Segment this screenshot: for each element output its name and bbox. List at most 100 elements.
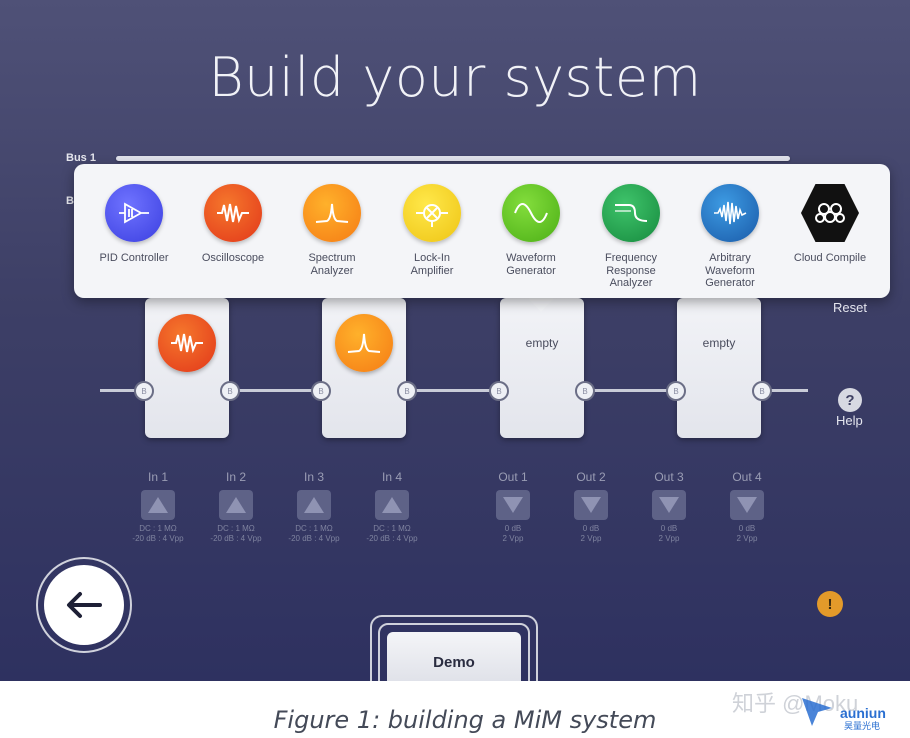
output-name: Out 4 <box>732 470 762 484</box>
slot-1[interactable] <box>145 298 229 438</box>
input-spec-range: -20 dB : 4 Vpp <box>132 534 184 543</box>
input-name: In 4 <box>381 470 402 484</box>
input-spec-coupling: DC : 1 MΩ <box>373 524 411 533</box>
instrument-label: Spectrum Analyzer <box>308 252 356 277</box>
output-port-1[interactable]: Out 1 0 dB 2 Vpp <box>473 470 553 544</box>
slot-empty-label: empty <box>702 336 736 350</box>
oscilloscope-icon <box>158 314 216 372</box>
input-name: In 1 <box>147 470 168 484</box>
output-spec-range: 2 Vpp <box>502 534 524 543</box>
instrument-label: PID Controller <box>99 252 169 264</box>
frequency-response-analyzer-icon <box>602 184 660 242</box>
help-label[interactable]: Help <box>836 413 863 428</box>
instrument-frequency-response-analyzer[interactable]: Frequency Response Analyzer <box>581 184 681 290</box>
brand-logo-text: auniun <box>840 705 886 721</box>
slot-3[interactable]: empty <box>500 298 584 438</box>
instrument-label: Frequency Response Analyzer <box>605 252 657 289</box>
spectrum-analyzer-icon <box>303 184 361 242</box>
input-port-4[interactable]: In 4 DC : 1 MΩ -20 dB : 4 Vpp <box>352 470 432 544</box>
figure-caption: Figure 1: building a MiM system <box>273 706 657 734</box>
bus-connector[interactable]: B <box>134 381 154 401</box>
input-name: In 2 <box>225 470 246 484</box>
input-name: In 3 <box>303 470 324 484</box>
output-spec-gain: 0 dB <box>660 524 678 533</box>
instrument-oscilloscope[interactable]: Oscilloscope <box>183 184 283 265</box>
demo-button-outer-ring <box>370 615 538 681</box>
input-port-1[interactable]: In 1 DC : 1 MΩ -20 dB : 4 Vpp <box>118 470 198 544</box>
page-title: Build your system <box>208 46 702 109</box>
slot-empty-label: empty <box>525 336 559 350</box>
pid-controller-icon <box>105 184 163 242</box>
bus-connector[interactable]: B <box>752 381 772 401</box>
input-spec-coupling: DC : 1 MΩ <box>217 524 255 533</box>
instrument-label: Lock-In Amplifier <box>410 252 454 277</box>
bus-1-line[interactable] <box>116 156 790 161</box>
output-spec-gain: 0 dB <box>738 524 756 533</box>
zhihu-watermark: 知乎 @Moku <box>732 691 859 716</box>
instrument-label: Waveform Generator <box>506 252 556 277</box>
instrument-cloud-compile[interactable]: Cloud Compile <box>780 184 880 265</box>
output-port-3[interactable]: Out 3 0 dB 2 Vpp <box>629 470 709 544</box>
arrow-left-icon <box>67 592 102 618</box>
bus-connector[interactable]: B <box>311 381 331 401</box>
app-screen: Build your system Bus 1 Bu empty empty B… <box>0 0 910 681</box>
instrument-pid-controller[interactable]: PID Controller <box>84 184 184 265</box>
bus-connector[interactable]: B <box>575 381 595 401</box>
input-spec-range: -20 dB : 4 Vpp <box>288 534 340 543</box>
output-arrow-down-icon[interactable] <box>730 490 764 520</box>
output-arrow-down-icon[interactable] <box>574 490 608 520</box>
instrument-arbitrary-waveform-generator[interactable]: Arbitrary Waveform Generator <box>680 184 780 290</box>
instrument-label: Cloud Compile <box>793 252 867 264</box>
reset-button[interactable]: Reset <box>833 300 867 315</box>
arbitrary-waveform-generator-icon <box>701 184 759 242</box>
bus-connector[interactable]: B <box>397 381 417 401</box>
instrument-waveform-generator[interactable]: Waveform Generator <box>481 184 581 277</box>
output-name: Out 3 <box>654 470 684 484</box>
slot-2[interactable] <box>322 298 406 438</box>
input-spec-range: -20 dB : 4 Vpp <box>366 534 418 543</box>
input-spec-coupling: DC : 1 MΩ <box>295 524 333 533</box>
back-button[interactable] <box>44 565 124 645</box>
instrument-spectrum-analyzer[interactable]: Spectrum Analyzer <box>282 184 382 277</box>
output-name: Out 1 <box>498 470 528 484</box>
output-spec-gain: 0 dB <box>504 524 522 533</box>
signal-bus-rail <box>100 389 808 392</box>
warning-icon[interactable]: ! <box>817 591 843 617</box>
output-arrow-down-icon[interactable] <box>496 490 530 520</box>
input-arrow-up-icon[interactable] <box>375 490 409 520</box>
instrument-picker-popup: PID Controller Oscilloscope Spectrum Ana… <box>74 164 890 298</box>
output-name: Out 2 <box>576 470 606 484</box>
back-button-ring <box>36 557 132 653</box>
input-arrow-up-icon[interactable] <box>297 490 331 520</box>
input-port-2[interactable]: In 2 DC : 1 MΩ -20 dB : 4 Vpp <box>196 470 276 544</box>
output-port-2[interactable]: Out 2 0 dB 2 Vpp <box>551 470 631 544</box>
oscilloscope-icon <box>204 184 262 242</box>
input-arrow-up-icon[interactable] <box>219 490 253 520</box>
input-arrow-up-icon[interactable] <box>141 490 175 520</box>
instrument-lock-in-amplifier[interactable]: Lock-In Amplifier <box>382 184 482 277</box>
output-port-4[interactable]: Out 4 0 dB 2 Vpp <box>707 470 787 544</box>
bus-1-label: Bus 1 <box>66 152 96 164</box>
input-spec-coupling: DC : 1 MΩ <box>139 524 177 533</box>
output-spec-range: 2 Vpp <box>580 534 602 543</box>
output-spec-range: 2 Vpp <box>736 534 758 543</box>
instrument-label: Arbitrary Waveform Generator <box>705 252 755 289</box>
lock-in-amplifier-icon <box>403 184 461 242</box>
bus-connector[interactable]: B <box>666 381 686 401</box>
spectrum-analyzer-icon <box>335 314 393 372</box>
waveform-generator-icon <box>502 184 560 242</box>
bus-connector[interactable]: B <box>489 381 509 401</box>
demo-button[interactable]: Demo <box>387 632 521 681</box>
demo-button-inner-ring <box>378 623 530 681</box>
cloud-compile-icon <box>801 184 859 242</box>
brand-logo-icon <box>802 698 832 726</box>
input-port-3[interactable]: In 3 DC : 1 MΩ -20 dB : 4 Vpp <box>274 470 354 544</box>
output-spec-range: 2 Vpp <box>658 534 680 543</box>
input-spec-range: -20 dB : 4 Vpp <box>210 534 262 543</box>
slot-4[interactable]: empty <box>677 298 761 438</box>
output-spec-gain: 0 dB <box>582 524 600 533</box>
help-icon[interactable]: ? <box>838 388 862 412</box>
bus-connector[interactable]: B <box>220 381 240 401</box>
output-arrow-down-icon[interactable] <box>652 490 686 520</box>
instrument-label: Oscilloscope <box>201 252 265 264</box>
